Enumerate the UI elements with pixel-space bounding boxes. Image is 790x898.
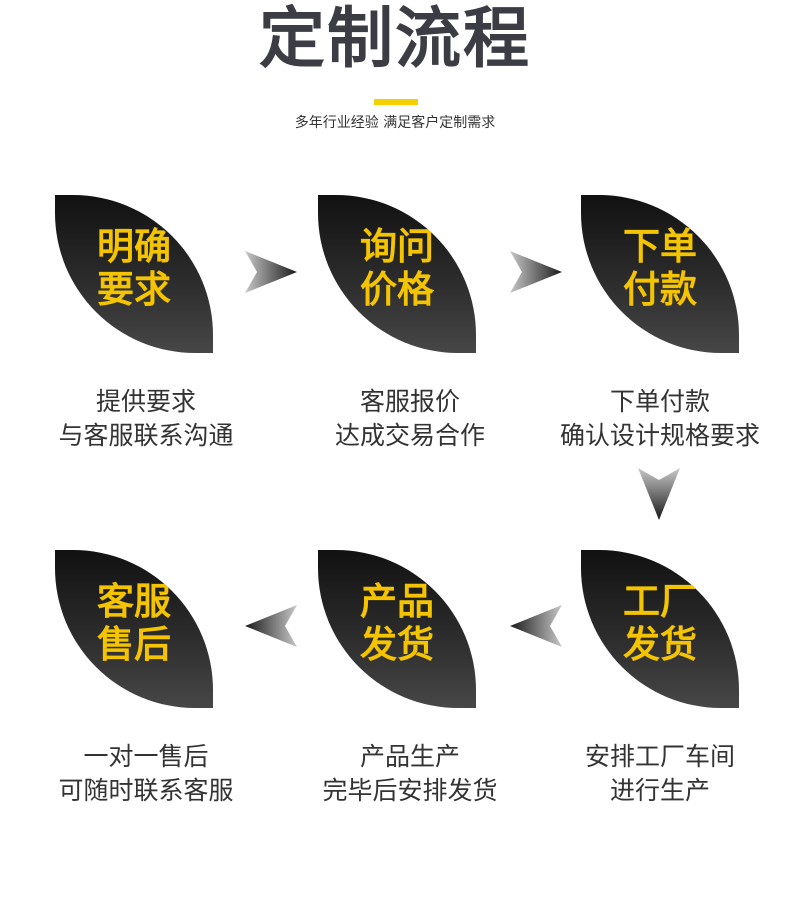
arrow-right-icon xyxy=(245,251,297,293)
step-label-line1: 客服 xyxy=(97,580,171,623)
page-title: 定制流程 xyxy=(259,0,531,77)
step-desc-line2: 与客服联系沟通 xyxy=(58,421,234,450)
step-tile-02: 询问 价格 02 xyxy=(318,195,476,353)
step-description-03: 下单付款 确认设计规格要求 xyxy=(530,385,790,453)
step-label-line2: 发货 xyxy=(360,623,434,666)
step-tile-01: 明确 要求 01 xyxy=(55,195,213,353)
step-label-line1: 询问 xyxy=(360,225,434,268)
step-desc-line1: 客服报价 xyxy=(359,387,460,416)
step-number: 05 xyxy=(318,666,369,708)
page-subtitle: 多年行业经验 满足客户定制需求 xyxy=(294,115,496,131)
step-description-01: 提供要求 与客服联系沟通 xyxy=(16,385,276,453)
step-label: 客服 售后 xyxy=(55,580,213,666)
step-desc-line2: 进行生产 xyxy=(609,776,710,805)
step-label-line2: 售后 xyxy=(97,623,171,666)
step-label-line2: 价格 xyxy=(360,268,434,311)
step-number: 06 xyxy=(55,666,106,708)
step-label-line1: 产品 xyxy=(360,580,434,623)
step-label-line1: 下单 xyxy=(623,225,697,268)
step-number: 04 xyxy=(581,666,632,708)
arrow-down-icon xyxy=(638,468,680,520)
step-number: 03 xyxy=(581,311,632,353)
step-desc-line1: 一对一售后 xyxy=(83,742,209,771)
step-description-02: 客服报价 达成交易合作 xyxy=(280,385,540,453)
step-description-04: 安排工厂车间 进行生产 xyxy=(530,740,790,808)
step-desc-line2: 可随时联系客服 xyxy=(58,776,234,805)
step-label-line1: 明确 xyxy=(97,225,171,268)
step-description-06: 一对一售后 可随时联系客服 xyxy=(16,740,276,808)
step-desc-line2: 确认设计规格要求 xyxy=(559,421,760,450)
step-label-line2: 付款 xyxy=(623,268,697,311)
step-label: 工厂 发货 xyxy=(581,580,739,666)
step-number: 02 xyxy=(318,311,369,353)
step-tile-03: 下单 付款 03 xyxy=(581,195,739,353)
step-tile-06: 客服 售后 06 xyxy=(55,550,213,708)
step-desc-line1: 安排工厂车间 xyxy=(584,742,735,771)
step-desc-line1: 产品生产 xyxy=(359,742,460,771)
step-label-line1: 工厂 xyxy=(623,580,697,623)
step-label: 明确 要求 xyxy=(55,225,213,311)
arrow-right-icon xyxy=(510,251,562,293)
step-label: 产品 发货 xyxy=(318,580,476,666)
step-desc-line1: 提供要求 xyxy=(95,387,196,416)
step-label-line2: 要求 xyxy=(97,268,171,311)
step-number: 01 xyxy=(55,311,106,353)
step-label: 下单 付款 xyxy=(581,225,739,311)
step-tile-04: 工厂 发货 04 xyxy=(581,550,739,708)
step-desc-line1: 下单付款 xyxy=(609,387,710,416)
step-description-05: 产品生产 完毕后安排发货 xyxy=(280,740,540,808)
arrow-left-icon xyxy=(510,605,562,647)
step-label-line2: 发货 xyxy=(623,623,697,666)
arrow-left-icon xyxy=(245,605,297,647)
title-accent-bar xyxy=(374,99,418,105)
step-desc-line2: 完毕后安排发货 xyxy=(322,776,498,805)
step-desc-line2: 达成交易合作 xyxy=(334,421,485,450)
step-label: 询问 价格 xyxy=(318,225,476,311)
step-tile-05: 产品 发货 05 xyxy=(318,550,476,708)
